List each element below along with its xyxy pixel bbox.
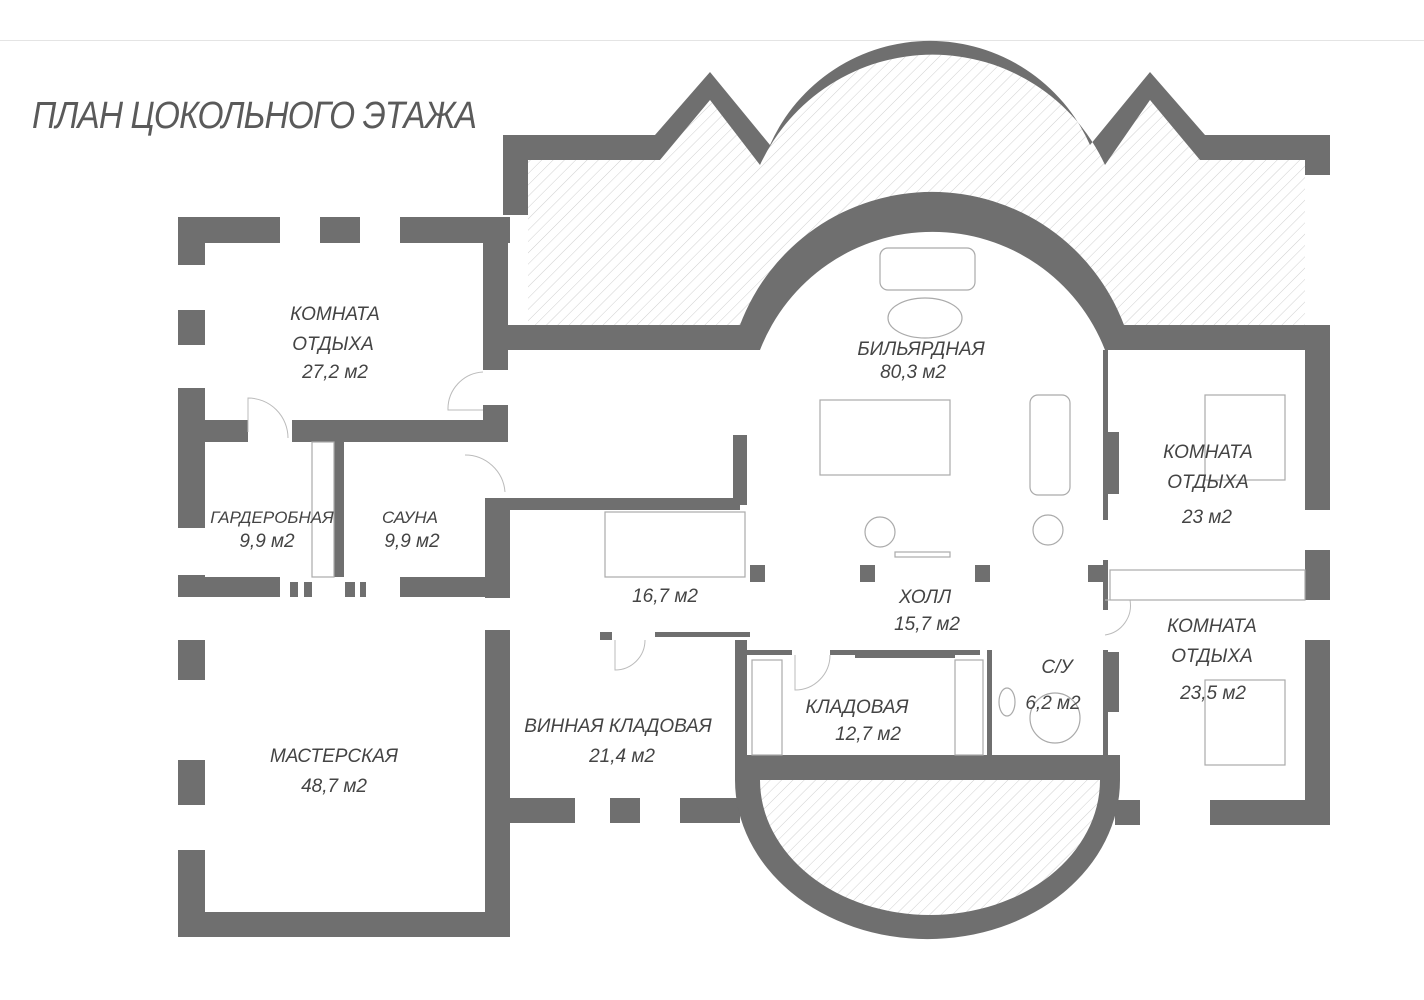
room-name: ОТДЫХА — [1167, 472, 1249, 493]
south-bay — [735, 755, 1120, 940]
top-divider — [0, 40, 1424, 41]
north-terrace — [503, 40, 1330, 325]
room-name: ХОЛЛ — [898, 587, 952, 608]
bathtub — [1029, 692, 1081, 744]
room-area: 16,7 м2 — [632, 586, 698, 607]
room-name: ГАРДЕРОБНАЯ — [210, 508, 334, 527]
room-labels: КОМНАТА ОТДЫХА 27,2 м2 ГАРДЕРОБНАЯ 9,9 м… — [210, 304, 1257, 797]
room-name: КОМНАТА — [1163, 442, 1253, 463]
sofa-top — [879, 247, 976, 291]
plant-icon — [864, 516, 896, 548]
storage-shelf — [751, 659, 783, 756]
room-name: БИЛЬЯРДНАЯ — [857, 339, 984, 360]
room-area: 80,3 м2 — [880, 362, 946, 383]
bed — [1204, 679, 1286, 766]
room-area: 21,4 м2 — [588, 746, 655, 767]
exterior-walls — [178, 217, 1330, 937]
room-area: 6,2 м2 — [1025, 693, 1081, 714]
room-name: ОТДЫХА — [292, 334, 374, 355]
room-area: 9,9 м2 — [384, 531, 440, 552]
room-name: КОМНАТА — [1167, 616, 1257, 637]
room-name: С/У — [1041, 657, 1074, 678]
room-name: ВИННАЯ КЛАДОВАЯ — [524, 716, 712, 737]
plant-icon — [1032, 514, 1064, 546]
shelving — [311, 441, 335, 578]
room-area: 23 м2 — [1181, 507, 1232, 528]
room-area: 15,7 м2 — [894, 614, 960, 635]
room-area: 9,9 м2 — [239, 531, 295, 552]
sink — [998, 687, 1016, 717]
room-name: КОМНАТА — [290, 304, 380, 325]
wardrobe — [1109, 569, 1306, 601]
furniture — [247, 247, 1306, 766]
room-name: МАСТЕРСКАЯ — [270, 746, 398, 767]
sofa-right — [1029, 394, 1071, 496]
tv — [894, 551, 951, 558]
bed — [1204, 394, 1286, 481]
room-area: 48,7 м2 — [301, 776, 367, 797]
storage-shelf — [954, 659, 984, 756]
room-name: КЛАДОВАЯ — [806, 697, 909, 718]
room-name: ОТДЫХА — [1171, 646, 1253, 667]
billiard-table — [819, 399, 951, 476]
coffee-table — [887, 297, 963, 339]
room-area: 27,2 м2 — [301, 362, 368, 383]
plan-title: ПЛАН ЦОКОЛЬНОГО ЭТАЖА — [32, 95, 477, 137]
room-name: САУНА — [382, 508, 438, 527]
room-area: 23,5 м2 — [1179, 683, 1246, 704]
interior-walls — [205, 350, 1119, 755]
staircase — [604, 511, 746, 578]
billiard-arc-wall — [508, 191, 1330, 350]
room-area: 12,7 м2 — [835, 724, 901, 745]
